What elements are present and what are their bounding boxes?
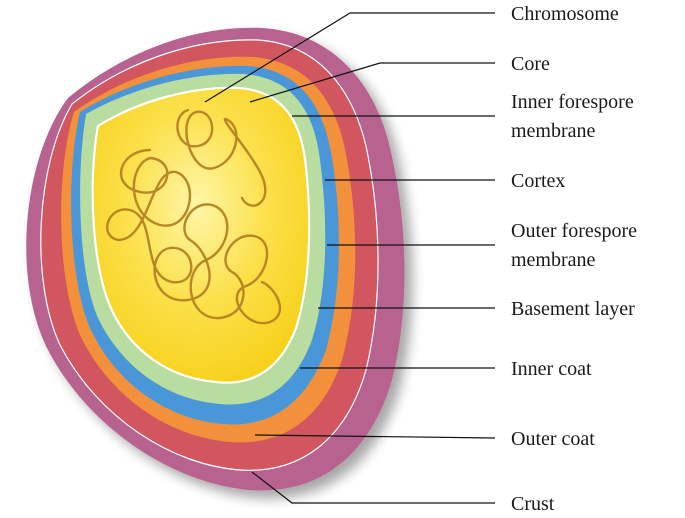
- label-inner-coat: Inner coat: [511, 358, 592, 380]
- label-outer-coat: Outer coat: [511, 428, 595, 450]
- layer-labels: Chromosome Core Inner forespore membrane…: [511, 3, 637, 515]
- label-outer-forespore-line1: Outer forespore: [511, 220, 637, 242]
- label-inner-forespore-line1: Inner forespore: [511, 91, 634, 113]
- crust-leader: [251, 471, 495, 504]
- leader-lines: [204, 12, 496, 504]
- label-inner-forespore-line2: membrane: [511, 120, 596, 142]
- label-outer-forespore-line2: membrane: [511, 249, 596, 271]
- outer-coat-leader: [254, 434, 496, 439]
- core-leader: [249, 62, 495, 103]
- spore-layers: [26, 27, 405, 491]
- label-core: Core: [511, 53, 550, 75]
- chromosome-leader: [204, 12, 495, 103]
- label-basement-layer: Basement layer: [511, 298, 635, 320]
- chromosome-strand: [106, 108, 282, 325]
- label-cortex: Cortex: [511, 170, 565, 192]
- label-crust: Crust: [511, 493, 555, 515]
- label-chromosome: Chromosome: [511, 3, 619, 25]
